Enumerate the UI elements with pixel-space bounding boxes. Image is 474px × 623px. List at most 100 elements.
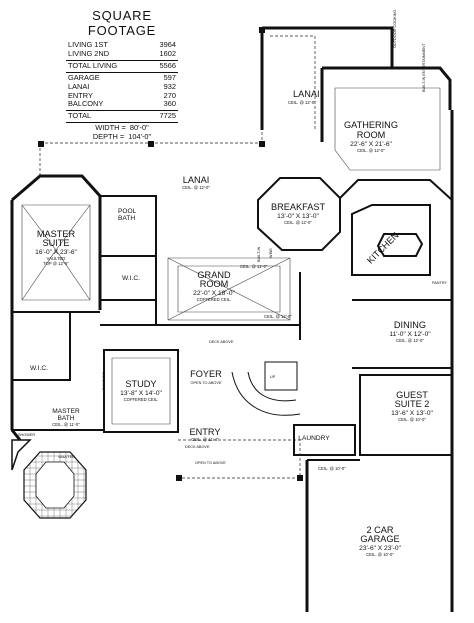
note-shower: SHOWER <box>18 433 35 437</box>
room-dining-dims: 11'-0" X 12'-0" <box>389 331 431 338</box>
room-master-bath-name-1: MASTER <box>52 408 80 415</box>
room-study-name: STUDY <box>125 379 156 389</box>
lanai-column <box>259 141 265 147</box>
wall-master-bath-bay <box>11 439 32 471</box>
note-ceil-12: CEIL. @ 12'-0" <box>264 314 292 319</box>
room-entry-ceil: CEIL. @ 11'-4" <box>191 437 219 442</box>
room-gathering-ceil: CEIL. @ 12'-0" <box>357 148 385 153</box>
room-wic-1-name: W.I.C. <box>122 275 140 282</box>
room-breakfast-ceil: CEIL. @ 12'-0" <box>284 220 312 225</box>
note-pantry: PANTRY <box>432 281 448 285</box>
room-guest-name-1: GUEST <box>396 390 428 400</box>
room-garage-name-1: 2 CAR <box>366 525 393 535</box>
wall-master-suite <box>11 174 102 310</box>
room-breakfast-name: BREAKFAST <box>271 202 326 212</box>
tile-floors <box>23 451 87 519</box>
note-vaulted: VAULTED <box>58 455 75 459</box>
note-ceil-10: CEIL. @ 10'-0" <box>318 466 346 471</box>
room-lanai-name: LANAI <box>183 175 210 185</box>
room-breakfast-dims: 13'-0" X 13'-0" <box>277 213 319 220</box>
note-up: UP <box>270 375 276 379</box>
kitchen-island <box>376 233 424 257</box>
gathering-coffer <box>334 87 441 171</box>
room-entry-name: ENTRY <box>190 427 221 437</box>
room-dining-ceil: CEIL. @ 12'-0" <box>396 338 424 343</box>
room-master-suite-dims: 16'-0" X 23'-6" <box>35 249 77 256</box>
lanai-rear-outline <box>270 35 316 130</box>
room-master-bath-ceil: CEIL. @ 11'-0" <box>52 422 80 427</box>
note-open-to-above: OPEN TO ABOVE <box>195 461 226 465</box>
room-lanai-ceil: CEIL. @ 12'-0" <box>182 185 210 190</box>
wall-gathering-top <box>322 66 452 110</box>
note-wine: WINE <box>269 248 273 258</box>
lanai-column <box>148 141 154 147</box>
landing <box>264 361 298 391</box>
room-master-suite-name-2: SUITE <box>42 238 69 248</box>
room-garage-ceil: CEIL. @ 10'-0" <box>366 552 394 557</box>
wall-gathering-bottom <box>339 179 453 201</box>
room-master-suite-name-1: MASTER <box>37 229 76 239</box>
room-guest-dims: 13'-6" X 13'-0" <box>391 410 433 417</box>
room-study-ceil: COFFERED CEIL. <box>124 397 159 402</box>
lanai-column <box>259 27 265 33</box>
room-pool-bath-name-1: POOL <box>118 208 137 215</box>
note-outdoor-cooking: OUTDOOR COOKING <box>393 10 397 48</box>
lanai-outline <box>39 35 316 176</box>
room-lanai-rear-name: LANAI <box>293 89 320 99</box>
stair-outer <box>231 371 301 416</box>
wall-south-west <box>10 429 22 441</box>
room-grand-name-1: GRAND <box>197 270 231 280</box>
room-wic-2-name: W.I.C. <box>30 365 48 372</box>
note-ceil-11: CEIL. @ 11'-0" <box>240 264 268 269</box>
square-footage-title: SQUARE FOOTAGE <box>87 8 157 38</box>
kitchen-counter <box>351 204 431 276</box>
sqft-divider <box>66 59 178 61</box>
room-guest-ceil: CEIL. @ 10'-0" <box>398 417 426 422</box>
foyer-stair <box>231 361 301 416</box>
wall-guest-suite <box>359 374 453 456</box>
entry-columns <box>176 475 303 481</box>
wall-rear-lanai-top <box>262 26 394 68</box>
room-master-suite-ceil-2: TOP @ 12'-6" <box>43 261 69 266</box>
room-garage-name-2: GARAGE <box>360 534 399 544</box>
room-pool-bath-name-2: BATH <box>118 215 135 222</box>
room-study-dims: 13'-8" X 14'-0" <box>120 390 162 397</box>
sqft-divider <box>66 122 178 124</box>
sqft-divider <box>66 71 178 73</box>
sqft-divider <box>66 110 178 112</box>
room-grand-ceil: COFFERED CEIL. <box>197 297 232 302</box>
wall-wic-west <box>11 312 71 381</box>
wall-laundry <box>293 424 356 456</box>
wall-breakfast <box>257 177 341 251</box>
room-lanai-rear-ceil: CEIL. @ 12'-0" <box>288 100 316 105</box>
master-bath-tub-inner <box>35 461 75 509</box>
study-coffer <box>111 357 171 425</box>
entry-column <box>297 475 303 481</box>
wall-study <box>103 349 179 433</box>
entry-overhang <box>178 439 301 479</box>
room-laundry-name: LAUNDRY <box>298 435 330 442</box>
interior-walls <box>11 177 453 461</box>
lanai-column <box>38 141 44 147</box>
note-deck-above-2: DECK ABOVE <box>185 445 210 449</box>
sqft-width: WIDTH =80'-0" <box>95 123 149 133</box>
room-grand-name-2: ROOM <box>200 279 229 289</box>
room-guest-name-2: SUITE 2 <box>395 399 430 409</box>
wall-pool-bath <box>100 195 157 256</box>
note-built-in: BUILT-IN <box>257 246 261 262</box>
room-gathering-name-1: GATHERING <box>344 120 398 130</box>
room-grand-dims: 22'-0" X 18'-0" <box>193 290 235 297</box>
room-master-suite-ceil: VAULTED <box>47 256 66 261</box>
room-gathering-name-2: ROOM <box>357 130 386 140</box>
